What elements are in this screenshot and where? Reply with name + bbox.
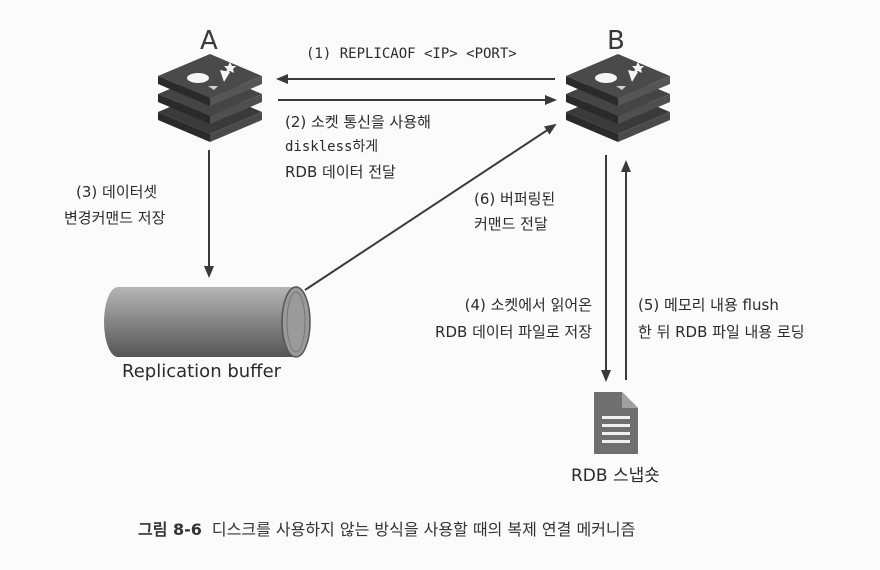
server-b-icon: [566, 54, 670, 142]
figure-caption: 그림 8-6 디스크를 사용하지 않는 방식을 사용할 때의 복제 연결 메커니즘: [138, 518, 635, 542]
step5-line1: (5) 메모리 내용 flush: [638, 296, 779, 314]
step4-line1: (4) 소켓에서 읽어온: [464, 296, 592, 314]
step2-line3: RDB 데이터 전달: [285, 163, 396, 181]
node-b-title: B: [607, 26, 625, 56]
step3-line2: 변경커맨드 저장: [64, 209, 166, 227]
step6-line1: (6) 버퍼링된: [474, 190, 556, 208]
step3-line1: (3) 데이터셋: [76, 183, 158, 201]
replication-buffer-label: Replication buffer: [122, 361, 282, 382]
rdb-snapshot-label: RDB 스냅숏: [571, 466, 660, 486]
step6-line2: 커맨드 전달: [474, 215, 548, 233]
step5-line2: 한 뒤 RDB 파일 내용 로딩: [638, 323, 805, 341]
arrow-step6: [304, 123, 557, 291]
step2-line1: (2) 소켓 통신을 사용해: [285, 113, 431, 131]
rdb-snapshot-document-icon: [594, 392, 638, 454]
figure-caption-text: 디스크를 사용하지 않는 방식을 사용할 때의 복제 연결 메커니즘: [211, 520, 636, 539]
replication-buffer-icon: [104, 286, 311, 358]
step2-line2: diskless하게: [285, 139, 379, 155]
server-a-icon: [158, 54, 262, 142]
figure-number: 그림 8-6: [138, 520, 202, 539]
node-a-title: A: [200, 26, 218, 56]
step4-line2: RDB 데이터 파일로 저장: [435, 323, 592, 341]
step1-label: (1) REPLICAOF <IP> <PORT>: [306, 46, 517, 62]
